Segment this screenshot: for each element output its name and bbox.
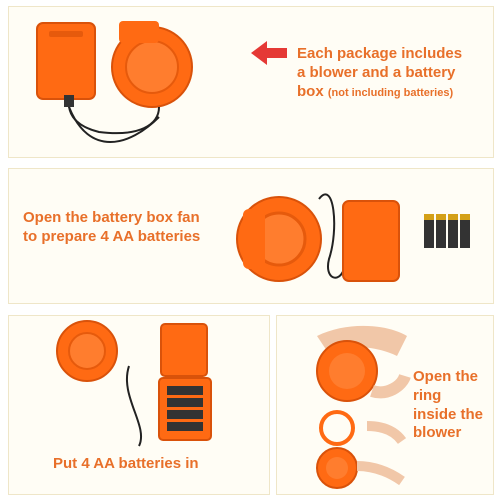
panel-open-ring: Open the ring inside the blower [276,315,494,495]
aa-batteries-icon [167,386,203,431]
caption-word: box [297,82,324,100]
panel-open-battery-box: Open the battery box fan to prepare 4 AA… [8,168,494,304]
blower-fan-icon [56,320,118,382]
caption-open-battery-box: Open the battery box fan to prepare 4 AA… [23,209,200,247]
caption-open-ring: Open the ring inside the blower [413,368,483,443]
caption-line: Each package includes [297,45,463,62]
caption-insert-batteries: Put 4 AA batteries in [53,455,199,474]
blower-fan-icon [316,340,378,402]
blower-and-battery-box-image [36,21,287,143]
red-left-arrow-icon [251,41,287,65]
caption-line: inside the [413,405,484,423]
caption-line: Open the battery box fan [23,209,200,226]
caption-note: (not including batteries) [327,86,454,99]
caption-package-contents: Each package includes a blower and a bat… [297,45,493,102]
panel-insert-batteries: Put 4 AA batteries in [8,315,270,495]
blower-battery-box-batteries-image [236,193,470,282]
panel-package-contents: Each package includes a blower and a bat… [8,6,494,158]
blower-fan-icon [316,447,358,489]
battery-box-icon [342,200,400,282]
caption-line: Open the [413,368,479,385]
caption-line: to prepare 4 AA batteries [23,227,201,245]
hands-opening-ring-image [316,325,411,489]
blower-fan-icon [236,196,322,282]
caption-line: a blower and a battery [297,63,456,81]
insert-batteries-image [56,320,212,447]
caption-line: box (not including batteries) [297,82,493,102]
aa-batteries-icon [424,214,470,248]
caption-line: ring [413,386,442,404]
caption-line: blower [413,424,462,442]
caption-line: Put 4 AA batteries in [53,455,199,472]
blower-fan-icon [111,21,193,108]
